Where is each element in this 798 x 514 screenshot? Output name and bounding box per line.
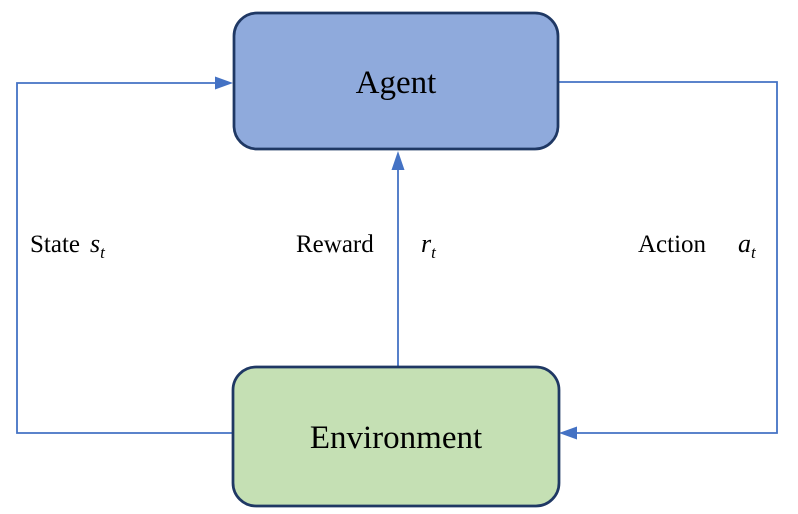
action-arrowhead-icon — [559, 426, 577, 440]
agent-node — [232, 11, 560, 151]
environment-node — [231, 365, 561, 508]
action-arrow-line — [558, 81, 778, 434]
state-arrowhead-icon — [215, 76, 233, 90]
agent-node-label: Agent — [356, 65, 437, 101]
state-arrow-line — [16, 82, 233, 434]
environment-node-label: Environment — [310, 420, 482, 456]
reward-arrowhead-icon — [391, 151, 405, 170]
